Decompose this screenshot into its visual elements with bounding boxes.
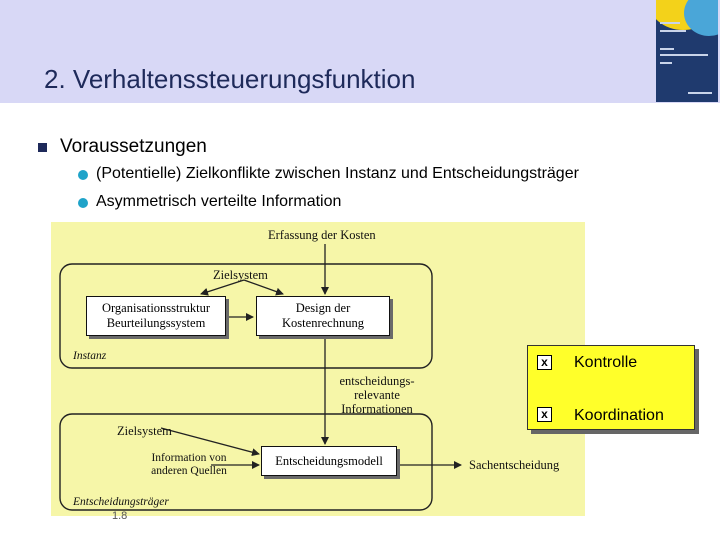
- book-cover-text-line: [660, 22, 680, 24]
- label-zielsystem-bottom: Zielsystem: [117, 424, 172, 439]
- book-cover-text-line: [688, 92, 712, 94]
- book-cover-text-line: [660, 30, 686, 32]
- label-erfassung: Erfassung der Kosten: [268, 228, 376, 243]
- square-bullet-icon: [38, 143, 47, 152]
- book-cover-text-line: [660, 54, 708, 56]
- callout-box: x Kontrolle x Koordination: [527, 345, 695, 430]
- label-zielsystem-top: Zielsystem: [213, 268, 268, 283]
- round-bullet-icon: [78, 198, 88, 208]
- checkbox-icon: x: [537, 407, 552, 422]
- callout-item-kontrolle: Kontrolle: [574, 354, 637, 372]
- book-cover-cyan-shape: [684, 0, 718, 36]
- round-bullet-icon: [78, 170, 88, 180]
- control-diagram: Erfassung der Kosten Zielsystem Organisa…: [51, 222, 585, 516]
- label-instanz: Instanz: [73, 350, 106, 362]
- book-cover-text-line: [660, 48, 674, 50]
- bullet-sub-1: (Potentielle) Zielkonflikte zwischen Ins…: [96, 165, 579, 183]
- page-number: 1.8: [112, 510, 127, 522]
- bullet-main: Voraussetzungen: [60, 136, 207, 158]
- book-cover-text-line: [660, 62, 672, 64]
- bullet-sub-2: Asymmetrisch verteilte Information: [96, 193, 341, 211]
- label-sachentscheidung: Sachentscheidung: [469, 458, 559, 473]
- arrow-zielsystem-to-model: [161, 428, 259, 454]
- box-entscheidungsmodell: Entscheidungsmodell: [261, 446, 397, 476]
- callout-item-koordination: Koordination: [574, 407, 664, 425]
- slide-title: 2. Verhaltenssteuerungsfunktion: [44, 64, 415, 95]
- checkbox-icon: x: [537, 355, 552, 370]
- book-cover-image: [656, 0, 718, 102]
- label-entscheidungstraeger: Entscheidungsträger: [73, 496, 169, 508]
